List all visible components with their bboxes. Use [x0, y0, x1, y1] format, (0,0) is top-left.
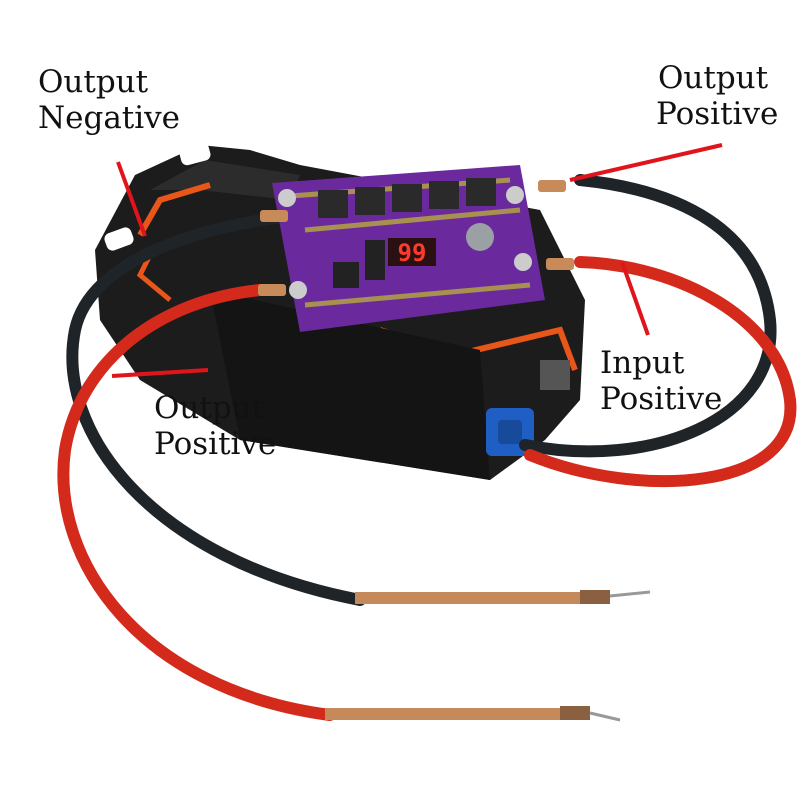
pointer-lines	[111, 143, 723, 378]
label-output-negative: Output Negative	[38, 64, 180, 136]
red-cable-input	[524, 256, 797, 487]
label-output-positive-top: Output Positive	[656, 60, 779, 132]
label-line: Positive	[656, 96, 779, 132]
control-board: 99	[272, 165, 545, 332]
label-input-positive: Input Positive	[600, 345, 722, 417]
label-line: Input	[600, 345, 685, 381]
label-line: Output	[658, 60, 769, 96]
segment-display: 99	[398, 239, 427, 267]
label-line: Positive	[154, 426, 277, 462]
pointer-input-positive	[620, 261, 650, 336]
label-line: Positive	[600, 381, 723, 417]
label-line: Output	[154, 390, 265, 426]
red-cable-probe	[57, 284, 336, 721]
pointer-output-positive-top	[569, 143, 723, 182]
probe-black	[355, 590, 651, 604]
copper-lugs	[258, 180, 574, 296]
label-output-positive-left: Output Positive	[154, 390, 276, 462]
black-cable-probe	[66, 209, 366, 606]
cables	[57, 174, 797, 721]
pointer-output-negative	[116, 161, 147, 237]
label-line: Negative	[38, 100, 181, 136]
probe-red	[325, 706, 621, 722]
pointer-output-positive-left	[111, 368, 209, 378]
black-cable-input	[519, 174, 777, 458]
label-line: Output	[38, 64, 149, 100]
